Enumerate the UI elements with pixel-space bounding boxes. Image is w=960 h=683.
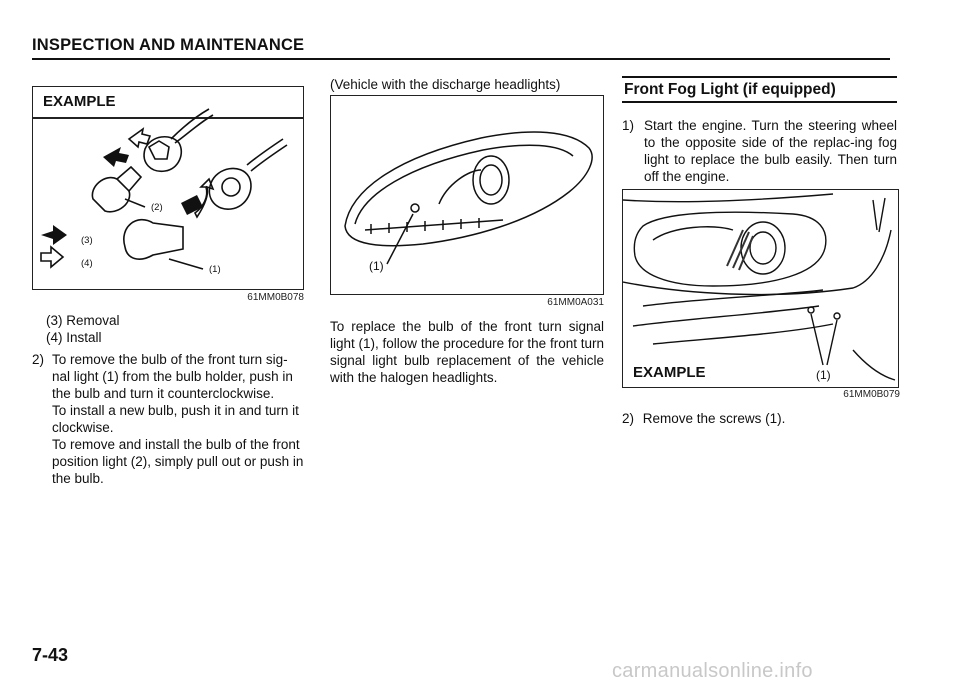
push-arrow <box>181 195 203 215</box>
figure-code-left: 61MM0B078 <box>247 292 304 303</box>
section-top-rule <box>622 76 897 78</box>
turn-signal-bulb <box>410 203 420 213</box>
page-number: 7-43 <box>32 645 69 665</box>
callout-1-right: (1) <box>816 368 831 382</box>
mid-paragraph: To replace the bulb of the front turn si… <box>330 319 604 385</box>
callout-1: (1) <box>209 264 221 275</box>
wire-right <box>246 138 288 172</box>
legend-removal: (3) Removal <box>46 313 120 328</box>
step-1-right: 1) Start the engine. Turn the steering w… <box>622 117 897 185</box>
callout-2: (2) <box>151 202 163 213</box>
section-bottom-rule <box>622 101 897 103</box>
large-bulb <box>123 218 184 260</box>
bumper-outline <box>623 193 892 296</box>
projector-lens <box>472 155 510 205</box>
headlight-figure: (1) <box>330 95 604 295</box>
step-1-text: Start the engine. Turn the steering whee… <box>644 118 897 184</box>
callout-3: (3) <box>81 235 93 246</box>
step-2-right: 2) Remove the screws (1). <box>622 410 897 427</box>
section-title: Front Fog Light (if equipped) <box>624 81 836 98</box>
headlight-housing <box>344 131 593 247</box>
undercover <box>632 289 834 345</box>
holder-top <box>143 136 183 173</box>
example-underline <box>33 117 303 119</box>
step-2-para-3: To remove and install the bulb of the fr… <box>52 437 304 486</box>
callout-4: (4) <box>81 258 93 269</box>
step-1-number: 1) <box>622 118 635 133</box>
page-header-title: INSPECTION AND MAINTENANCE <box>32 36 305 54</box>
install-arrow <box>40 245 65 269</box>
step-2-right-text: Remove the screws (1). <box>642 411 786 426</box>
legend-install: (4) Install <box>46 330 102 345</box>
fog-light-figure: EXAMPLE (1) <box>622 189 899 388</box>
removal-arrow-outline <box>127 127 152 149</box>
removal-arrow-solid-2 <box>41 225 67 245</box>
small-bulb <box>91 165 143 213</box>
holder-right <box>208 167 252 210</box>
fog-bezel <box>633 211 827 287</box>
removal-arrow-solid <box>103 147 129 167</box>
callout-1-mid: (1) <box>369 259 384 273</box>
figure-code-mid: 61MM0A031 <box>547 297 604 308</box>
figure-code-right: 61MM0B079 <box>843 389 900 400</box>
step-2-right-number: 2) <box>622 411 635 426</box>
bulb-figure: EXAMPLE (2) (3) (4) (1) <box>32 86 304 290</box>
headlight-illustration <box>344 131 593 265</box>
header-rule <box>32 58 890 60</box>
discharge-caption: (Vehicle with the discharge headlights) <box>330 77 561 92</box>
step-2-para-2: To install a new bulb, push it in and tu… <box>52 403 299 435</box>
wire-top <box>170 108 214 144</box>
example-label-right: EXAMPLE <box>633 364 706 381</box>
step-2-left: 2) To remove the bulb of the front turn … <box>32 351 304 487</box>
step-2-para-1: To remove the bulb of the front turn sig… <box>52 352 293 401</box>
screw-a <box>807 306 815 314</box>
example-label: EXAMPLE <box>43 93 116 110</box>
step-2-number: 2) <box>32 352 45 367</box>
fog-light-illustration <box>623 193 896 381</box>
site-watermark: carmanualsonline.info <box>612 660 813 682</box>
screw-b <box>833 312 841 320</box>
bulb-illustration <box>40 108 288 270</box>
drl-strip <box>364 219 504 231</box>
